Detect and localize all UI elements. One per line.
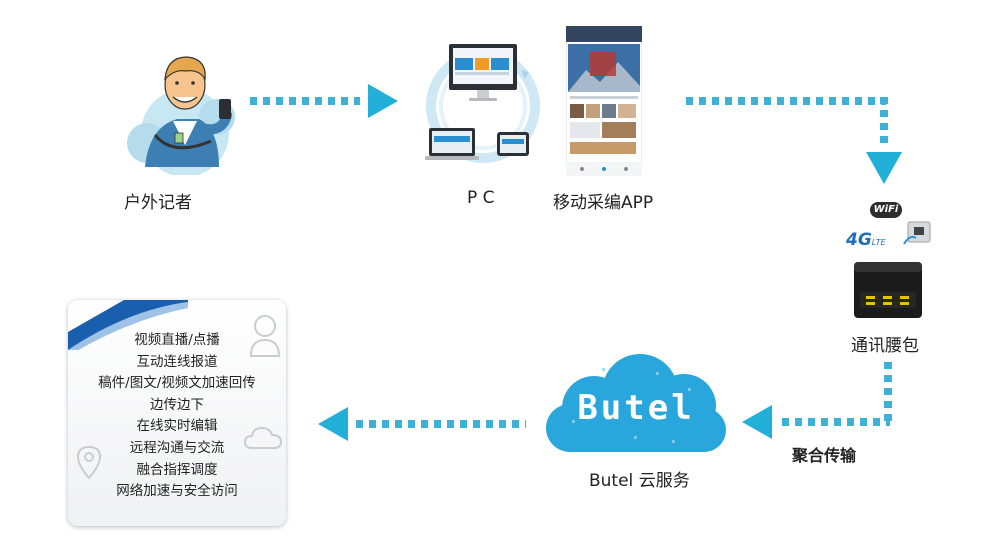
- service-item: 网络加速与安全访问: [116, 483, 238, 500]
- services-list: 视频直播/点播 互动连线报道 稿件/图文/视频文加速回传 边传边下 在线实时编辑…: [68, 330, 286, 503]
- pc-devices-illustration: [413, 40, 553, 170]
- lte-suffix-text: LTE: [871, 238, 886, 247]
- aggregate-transfer-label: 聚合传输: [792, 446, 857, 465]
- connector-app-down: [880, 97, 888, 145]
- comm-pack-label: 通讯腰包: [851, 336, 919, 356]
- cloud-label: Butel 云服务: [589, 471, 690, 491]
- user-icon: [249, 315, 281, 357]
- lte-4g-icon: 4GLTE: [846, 230, 886, 250]
- service-item: 融合指挥调度: [136, 461, 218, 478]
- lte-4g-text: 4G: [846, 230, 872, 250]
- connector-reporter-pc: [250, 97, 360, 105]
- arrow-head-left-icon: [742, 405, 772, 439]
- wifi-badge-icon: WiFi: [870, 202, 902, 218]
- pc-label: P C: [467, 188, 495, 208]
- arrow-head-down-icon: [866, 152, 902, 184]
- ethernet-port-icon: [902, 220, 932, 246]
- service-item: 远程沟通与交流: [129, 439, 225, 456]
- butel-cloud-icon: Butel: [542, 350, 730, 460]
- wifi-badge-text: WiFi: [873, 204, 899, 215]
- mobile-app-screenshot: [565, 25, 643, 177]
- connector-pack-down: [884, 362, 892, 424]
- arrow-head-left-icon-2: [318, 407, 348, 441]
- connector-cloud-card: [356, 420, 526, 428]
- service-item: 互动连线报道: [136, 353, 218, 370]
- arrow-head-right-icon: [368, 84, 398, 118]
- service-item: 视频直播/点播: [134, 332, 220, 348]
- connector-pack-left: [782, 418, 890, 426]
- service-item: 边传边下: [150, 396, 204, 413]
- service-item: 在线实时编辑: [136, 418, 218, 435]
- cloud-outline-icon: [244, 426, 282, 449]
- cloud-logo-text: Butel: [577, 388, 695, 428]
- comm-pack-device: [852, 260, 924, 320]
- reporter-label: 户外记者: [124, 193, 192, 213]
- location-pin-icon: [76, 445, 102, 479]
- mobile-app-label: 移动采编APP: [553, 193, 654, 213]
- services-card: 视频直播/点播 互动连线报道 稿件/图文/视频文加速回传 边传边下 在线实时编辑…: [68, 300, 286, 526]
- connector-app-right: [686, 97, 886, 105]
- reporter-illustration: [115, 45, 245, 177]
- card-corner-stripe: [68, 300, 188, 350]
- service-item: 稿件/图文/视频文加速回传: [98, 375, 256, 392]
